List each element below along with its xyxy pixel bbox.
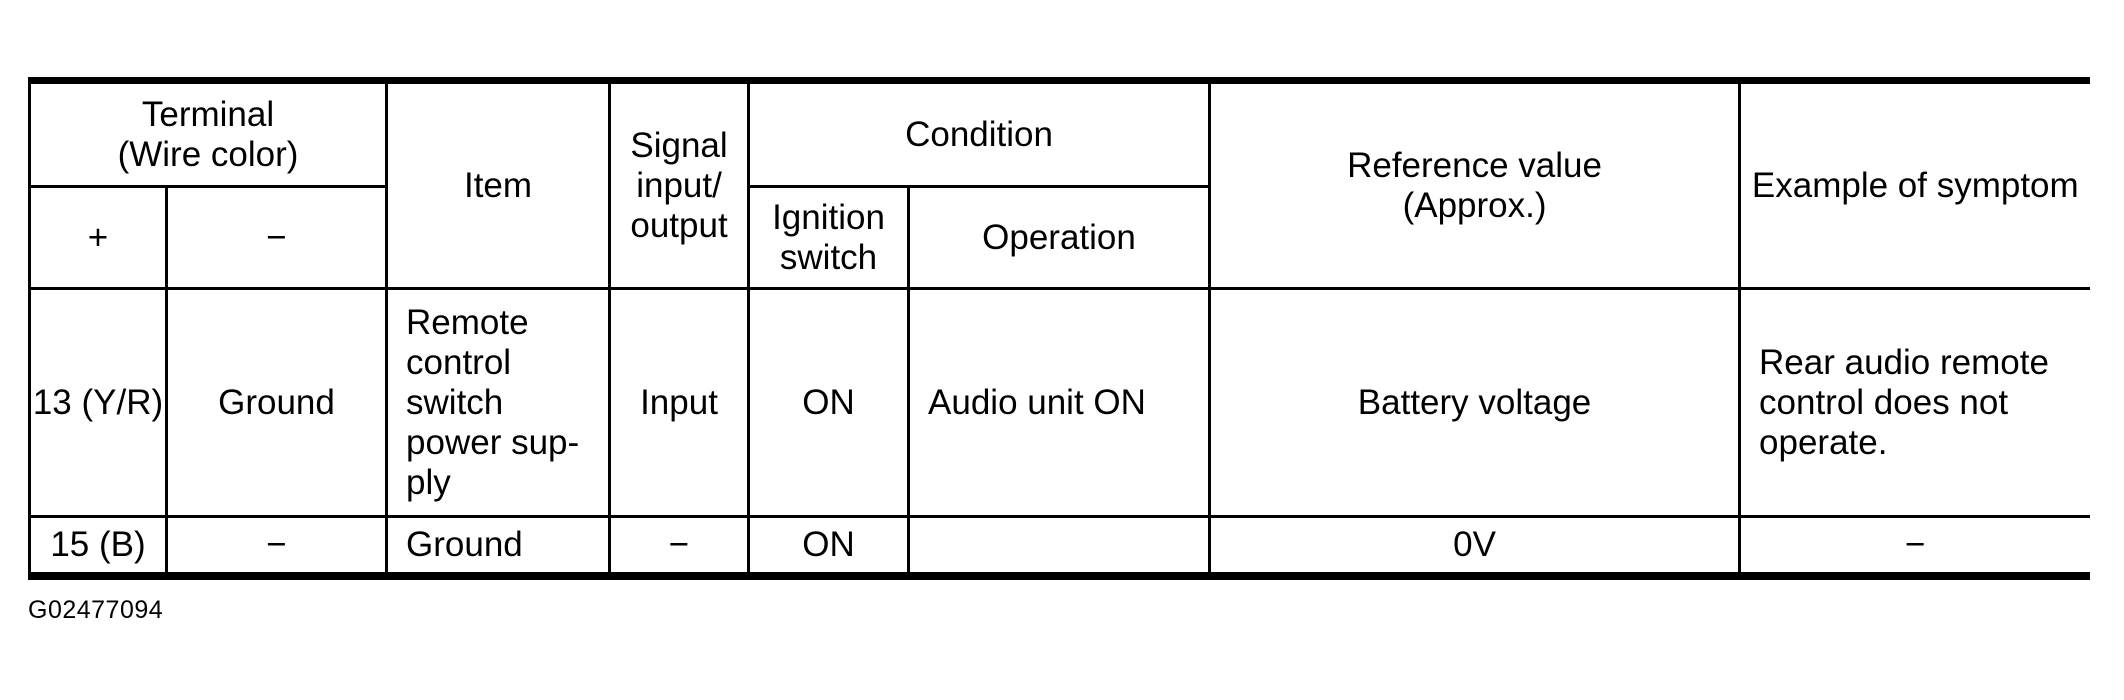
header-operation: Operation: [907, 185, 1212, 290]
cell-example-of-symptom: −: [1738, 515, 2090, 577]
header-terminal-minus: −: [164, 185, 389, 290]
cell-ignition-switch: ON: [747, 287, 911, 518]
cell-ignition-switch: ON: [747, 515, 911, 577]
header-item: Item: [385, 79, 612, 290]
header-condition: Condition: [747, 79, 1212, 188]
figure-id-label: G02477094: [28, 596, 164, 624]
cell-terminal-plus: 13 (Y/R): [28, 287, 168, 518]
header-signal-input-output: Signal input/ output: [608, 79, 751, 290]
header-example-of-symptom: Example of symptom: [1738, 79, 2090, 290]
table-row: 15 (B) − Ground − ON 0V −: [28, 515, 2090, 577]
cell-signal: Input: [608, 287, 751, 518]
cell-terminal-minus: Ground: [164, 287, 389, 518]
header-reference-value: Reference value (Approx.): [1208, 79, 1742, 290]
terminal-spec-table: Terminal (Wire color) Item Signal input/…: [27, 77, 2090, 580]
cell-signal: −: [608, 515, 751, 577]
cell-operation: [907, 515, 1212, 577]
cell-item: Ground: [385, 515, 612, 577]
header-ignition-switch: Ignition switch: [747, 185, 911, 290]
cell-reference-value: 0V: [1208, 515, 1742, 577]
cell-item: Remote control switch power sup- ply: [385, 287, 612, 518]
cell-terminal-plus: 15 (B): [28, 515, 168, 577]
cell-example-of-symptom: Rear audio remote control does not opera…: [1738, 287, 2090, 518]
cell-terminal-minus: −: [164, 515, 389, 577]
table-row: 13 (Y/R) Ground Remote control switch po…: [28, 287, 2090, 518]
header-terminal-plus: +: [28, 185, 168, 290]
cell-operation: Audio unit ON: [907, 287, 1212, 518]
cell-reference-value: Battery voltage: [1208, 287, 1742, 518]
header-terminal-wire-color: Terminal (Wire color): [27, 79, 389, 188]
